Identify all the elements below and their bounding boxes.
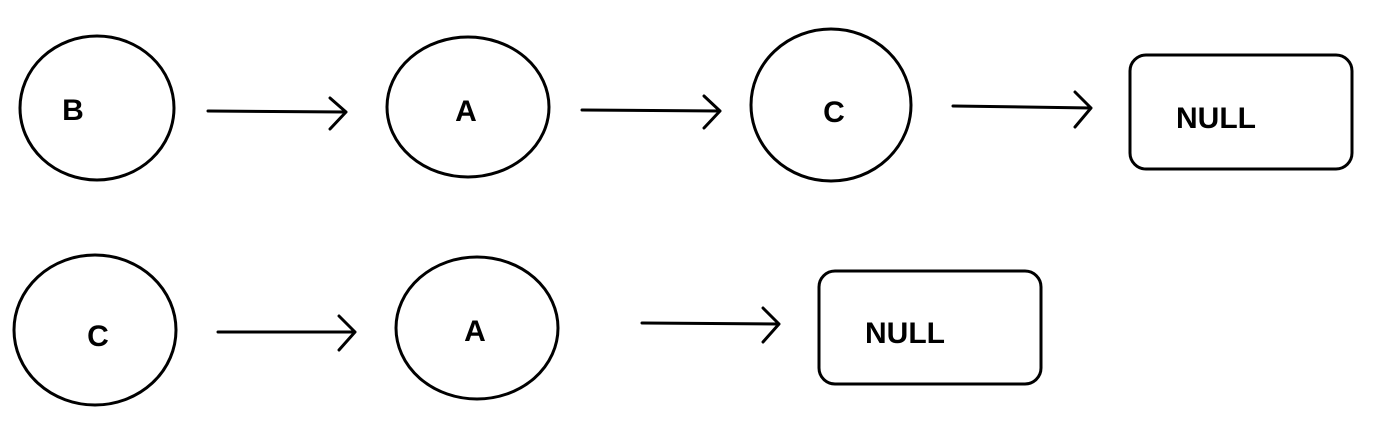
node-label: C: [87, 320, 109, 353]
null-terminator: NULL: [817, 269, 1043, 386]
linked-list-row-1: B A C NULL: [18, 27, 1354, 183]
pointer-arrow: [206, 96, 348, 131]
node-b: B: [18, 34, 176, 182]
node-label: A: [464, 315, 486, 348]
null-box: [817, 269, 1043, 386]
null-label: NULL: [865, 317, 945, 350]
linked-list-row-2: C A NULL: [12, 253, 1043, 407]
node-a: A: [385, 35, 551, 179]
node-label: A: [455, 95, 477, 128]
node-label: C: [823, 96, 845, 129]
node-circle: [18, 34, 176, 182]
pointer-arrow: [640, 306, 781, 344]
node-circle: [394, 255, 560, 401]
node-circle: [12, 253, 178, 407]
node-c: C: [749, 27, 913, 183]
node-circle: [749, 27, 913, 183]
null-label: NULL: [1176, 102, 1256, 135]
node-a: A: [394, 255, 560, 401]
node-circle: [385, 35, 551, 179]
pointer-arrow: [580, 94, 722, 130]
pointer-arrow: [951, 90, 1093, 129]
null-box: [1128, 53, 1354, 171]
node-label: B: [62, 94, 84, 127]
null-terminator: NULL: [1128, 53, 1354, 171]
node-c: C: [12, 253, 178, 407]
pointer-arrow: [216, 314, 357, 352]
